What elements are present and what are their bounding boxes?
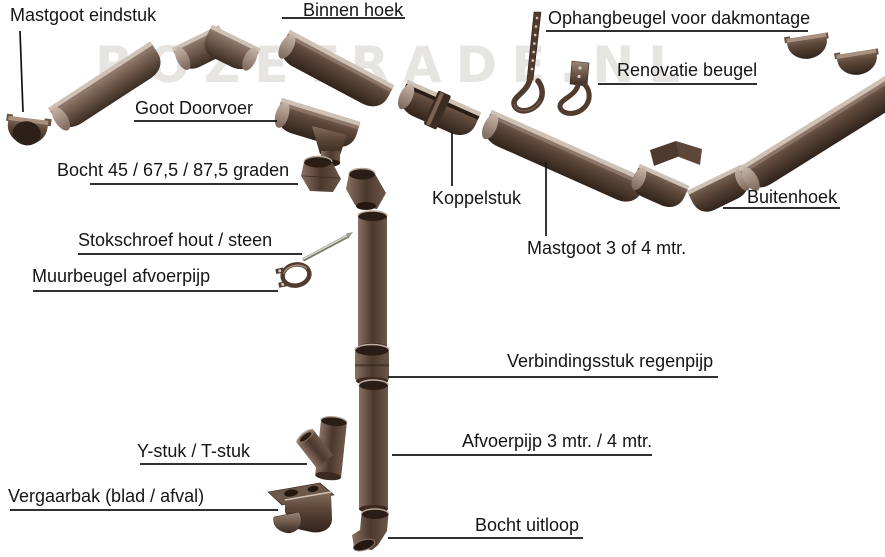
vergaarbak-part — [267, 482, 335, 534]
label-afvoerpijp: Afvoerpijp 3 mtr. / 4 mtr. — [462, 431, 653, 451]
mastgoot-eindstuk-part — [6, 113, 52, 146]
label-binnen-hoek: Binnen hoek — [303, 0, 404, 20]
label-renovatie-beugel: Renovatie beugel — [617, 60, 758, 80]
label-bocht-uitloop: Bocht uitloop — [475, 515, 580, 535]
stokschroef-part — [302, 232, 353, 262]
label-lines — [10, 17, 840, 539]
renovatie-beugel-part — [557, 60, 592, 116]
ophangbeugel-part — [511, 11, 545, 114]
label-buitenhoek: Buitenhoek — [747, 187, 838, 207]
label-stokschroef: Stokschroef hout / steen — [78, 230, 273, 250]
bocht-part-1 — [301, 155, 341, 192]
muurbeugel-part — [275, 262, 312, 288]
koppelstuk-part — [397, 80, 482, 135]
leader-mastgoot-eindstuk — [19, 30, 24, 113]
bocht-uitloop-part — [352, 508, 390, 552]
mastgoot-3-4-part — [481, 109, 648, 202]
bocht-part-2 — [346, 167, 386, 210]
label-muurbeugel: Muurbeugel afvoerpijp — [32, 266, 211, 286]
afvoerpijp-part-1 — [357, 210, 388, 351]
label-ophangbeugel: Ophangbeugel voor dakmontage — [548, 8, 811, 28]
label-y-stuk: Y-stuk / T-stuk — [137, 441, 251, 461]
mastgoot-left-part — [48, 41, 161, 131]
label-goot-doorvoer: Goot Doorvoer — [135, 98, 254, 118]
mastgoot-right-arm-part — [278, 30, 395, 107]
label-mastgoot-lengte: Mastgoot 3 of 4 mtr. — [527, 238, 687, 258]
label-vergaarbak: Vergaarbak (blad / afval) — [8, 486, 205, 506]
afvoerpijp-part-2 — [358, 379, 389, 513]
verbindingsstuk-part — [354, 343, 390, 385]
label-koppelstuk: Koppelstuk — [432, 188, 522, 208]
buitenhoek-part — [631, 141, 751, 212]
label-bocht-graden: Bocht 45 / 67,5 / 87,5 graden — [57, 160, 290, 180]
y-stuk-part — [296, 416, 348, 481]
label-verbindingsstuk: Verbindingsstuk regenpijp — [507, 351, 714, 371]
eindstuk-right-part-2 — [834, 48, 879, 75]
binnen-hoek-part — [172, 24, 261, 71]
mastgoot-right-part — [738, 72, 885, 191]
goot-doorvoer-part — [274, 98, 361, 167]
eindstuk-right-part-1 — [784, 32, 829, 59]
label-mastgoot-eindstuk: Mastgoot eindstuk — [10, 5, 157, 25]
